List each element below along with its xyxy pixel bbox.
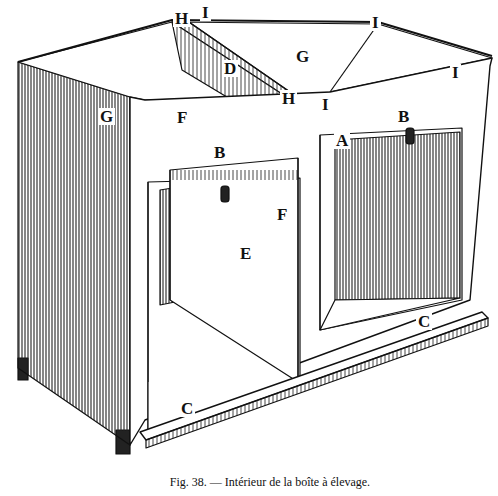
right-back-wall — [335, 132, 460, 300]
part-letter: C — [179, 400, 195, 417]
floor-rail — [140, 312, 488, 440]
grille — [170, 158, 298, 382]
part-letter: G — [98, 108, 115, 125]
part-letter: F — [275, 206, 289, 223]
floor-rail-edge — [146, 318, 488, 448]
part-letter: H — [280, 90, 297, 107]
figure-caption: Fig. 38. — Intérieur de la boîte à éleva… — [170, 475, 370, 490]
part-letter: B — [396, 108, 411, 125]
part-letter: C — [416, 313, 432, 330]
part-letter: G — [294, 48, 311, 65]
part-letter: F — [175, 109, 189, 126]
part-letter: I — [370, 14, 381, 31]
part-letter: A — [334, 132, 350, 149]
part-letter: E — [238, 245, 253, 262]
part-letter: H — [173, 10, 190, 27]
right-opening — [320, 128, 462, 330]
hinge — [221, 186, 229, 202]
hinge — [406, 128, 414, 144]
right-floor — [320, 298, 460, 330]
part-letter: I — [200, 4, 211, 21]
left-side-wall — [18, 62, 130, 445]
part-letter: I — [450, 64, 461, 81]
part-letter: B — [212, 144, 227, 161]
part-letter: I — [320, 96, 331, 113]
grille-bar — [170, 170, 298, 180]
part-letter: D — [222, 60, 238, 77]
